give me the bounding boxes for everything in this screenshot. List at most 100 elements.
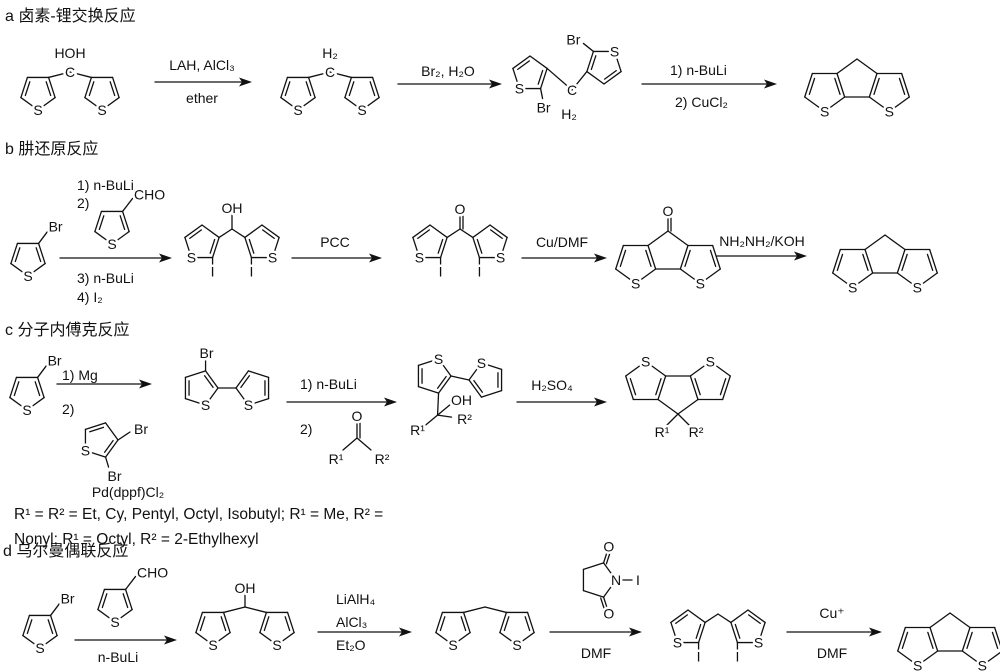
double-bond-line: [13, 381, 20, 397]
double-bond-line: [898, 77, 906, 95]
ring-bond: [480, 362, 503, 371]
ring-bond: [679, 244, 689, 270]
ring-bond: [981, 651, 1000, 667]
double-bond-line: [836, 253, 844, 271]
ring-bond: [184, 370, 207, 379]
ring-bond: [856, 58, 878, 75]
double-bond-line: [305, 81, 312, 97]
ring-bond: [97, 608, 116, 623]
ring-bond: [647, 244, 657, 270]
ring-bond: [371, 76, 380, 99]
ring-bond: [184, 224, 203, 239]
carbonyl-bond: [600, 597, 605, 610]
structures-layer: [9, 42, 1000, 667]
ring-bond: [670, 621, 679, 644]
sulfur-atom-label: S: [673, 635, 682, 651]
arrow-head: [594, 397, 607, 407]
ring-bond: [994, 626, 1000, 647]
r1-label: R¹: [410, 422, 425, 438]
sulfur-atom-label: S: [272, 637, 281, 653]
oxygen-atom-label: O: [352, 408, 363, 424]
ring-bond: [462, 611, 471, 634]
carbon-atom-label: C: [325, 64, 335, 80]
double-bond-line: [101, 593, 108, 609]
section-b-title: b 肼还原反应: [5, 139, 98, 158]
ring-bond: [529, 55, 548, 70]
ring-bond: [697, 621, 706, 644]
ring-bond: [84, 449, 107, 458]
oxygen-atom-label: O: [603, 605, 614, 621]
ring-bond: [657, 375, 667, 401]
ring-bond: [929, 248, 938, 274]
sulfur-atom-label: S: [496, 250, 505, 266]
oxygen-atom-label: O: [603, 539, 614, 555]
double-bond-line: [248, 238, 255, 254]
double-bond-line: [675, 614, 689, 625]
double-bond-line: [263, 616, 270, 632]
double-bond-line: [98, 215, 105, 231]
ring-bond: [730, 609, 749, 624]
arrow-head: [164, 635, 177, 645]
reagent-a3-bottom: 2) CuCl₂: [675, 94, 728, 110]
bromine-atom-label: Br: [61, 590, 75, 606]
reagent-c1-step1: 1) Mg: [62, 367, 98, 383]
ring-bond: [94, 210, 103, 233]
ring-bond: [897, 626, 906, 652]
ring-bond: [917, 650, 939, 667]
ring-bond: [949, 612, 971, 629]
ring-bond: [832, 272, 854, 289]
ring-bond: [204, 387, 219, 406]
section-d-title: d 乌尔曼偶联反应: [3, 541, 128, 560]
double-bond-line: [209, 238, 216, 254]
ring-bond: [499, 236, 508, 259]
sulfur-atom-label: S: [22, 402, 31, 418]
double-bond-line: [45, 81, 52, 97]
ring-bond: [864, 248, 874, 274]
aldehyde-label: CHO: [134, 186, 165, 202]
hydroxyl-label: OH: [451, 392, 472, 408]
reagent-b1-step4: 4) I₂: [77, 289, 103, 305]
ring-bond: [586, 50, 595, 73]
sulfur-atom-label: S: [268, 250, 277, 266]
hydroxyl-label: OH: [235, 580, 256, 596]
double-bond-line: [873, 77, 880, 95]
sulfur-atom-label: S: [820, 104, 829, 120]
ring-bond: [195, 611, 204, 634]
ring-bond: [687, 609, 706, 624]
ring-bond: [602, 579, 617, 598]
double-bond-line: [417, 229, 431, 240]
ring-bond: [22, 634, 41, 649]
ring-bond: [280, 76, 289, 99]
reagent-b1-step1: 1) n-BuLi: [77, 177, 134, 193]
double-bond-line: [24, 81, 31, 97]
sulfur-atom-label: S: [448, 637, 457, 653]
ring-bond: [615, 244, 624, 270]
ring-bond: [27, 262, 46, 277]
ring-bond: [888, 96, 910, 113]
ring-bond: [84, 96, 103, 111]
ring-bond: [184, 236, 193, 259]
ring-bond: [417, 385, 440, 394]
double-bond-line: [437, 238, 444, 254]
bond: [244, 606, 268, 614]
reagent-c1-catalyst: Pd(dppf)Cl₂: [92, 484, 164, 500]
sulfur-atom-label: S: [244, 397, 253, 413]
ring-bond: [516, 631, 535, 646]
bond: [717, 613, 732, 624]
ring-bond: [10, 242, 19, 265]
bromine-atom-label: Br: [48, 352, 62, 368]
bond: [49, 602, 61, 617]
reagent-d2-line1: LiAlH₄: [336, 591, 375, 607]
ring-bond: [480, 389, 503, 398]
ring-bond: [439, 236, 448, 259]
ring-bond: [111, 230, 130, 245]
bond: [104, 456, 110, 468]
double-bond-line: [655, 378, 662, 396]
sulfur-atom-label: S: [97, 102, 106, 118]
ring-bond: [689, 375, 699, 401]
double-bond-line: [862, 253, 869, 271]
ring-bond: [244, 236, 253, 259]
ring-bond: [212, 631, 231, 646]
ring-bond: [9, 396, 28, 411]
reagent-d2-line2: AlCl₃: [336, 614, 367, 630]
